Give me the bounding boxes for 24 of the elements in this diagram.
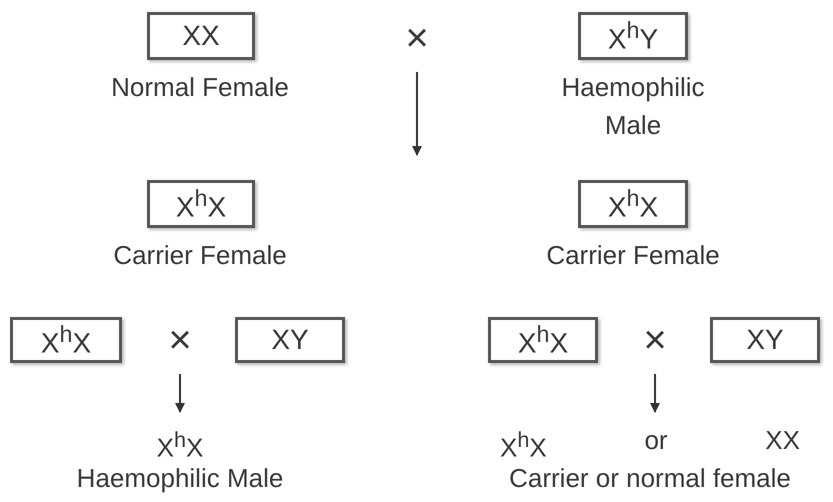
connector-word: or xyxy=(644,424,668,457)
genotype-box: X$^{h}$X xyxy=(578,180,688,228)
genotype-box: XX xyxy=(147,12,255,60)
genotype-box: XY xyxy=(710,317,820,363)
genotype-box: X$^{h}$X xyxy=(488,317,598,363)
arrow xyxy=(175,374,185,413)
phenotype-caption: Carrier Female xyxy=(545,239,721,272)
phenotype-caption: Carrier or normal female xyxy=(508,462,792,495)
phenotype-caption: Haemophilic Male xyxy=(560,71,706,142)
cross-symbol: × xyxy=(167,320,193,360)
genotype-label: XX xyxy=(765,424,800,457)
arrow xyxy=(650,374,660,413)
phenotype-caption: Normal Female xyxy=(110,71,290,104)
genotype-label: X$^{h}$X xyxy=(156,426,204,465)
cross-symbol: × xyxy=(642,320,668,360)
phenotype-caption: Carrier Female xyxy=(112,239,288,272)
genotype-box: X$^{h}$X xyxy=(10,317,122,363)
genotype-box: XY xyxy=(235,317,345,363)
cross-symbol: × xyxy=(404,18,430,58)
arrow xyxy=(412,72,422,156)
genotype-box: X$^{h}$Y xyxy=(578,12,688,60)
genotype-box: X$^{h}$X xyxy=(147,180,255,228)
phenotype-caption: Haemophilic Male xyxy=(76,462,284,495)
genotype-label: X$^{h}$X xyxy=(500,426,547,465)
